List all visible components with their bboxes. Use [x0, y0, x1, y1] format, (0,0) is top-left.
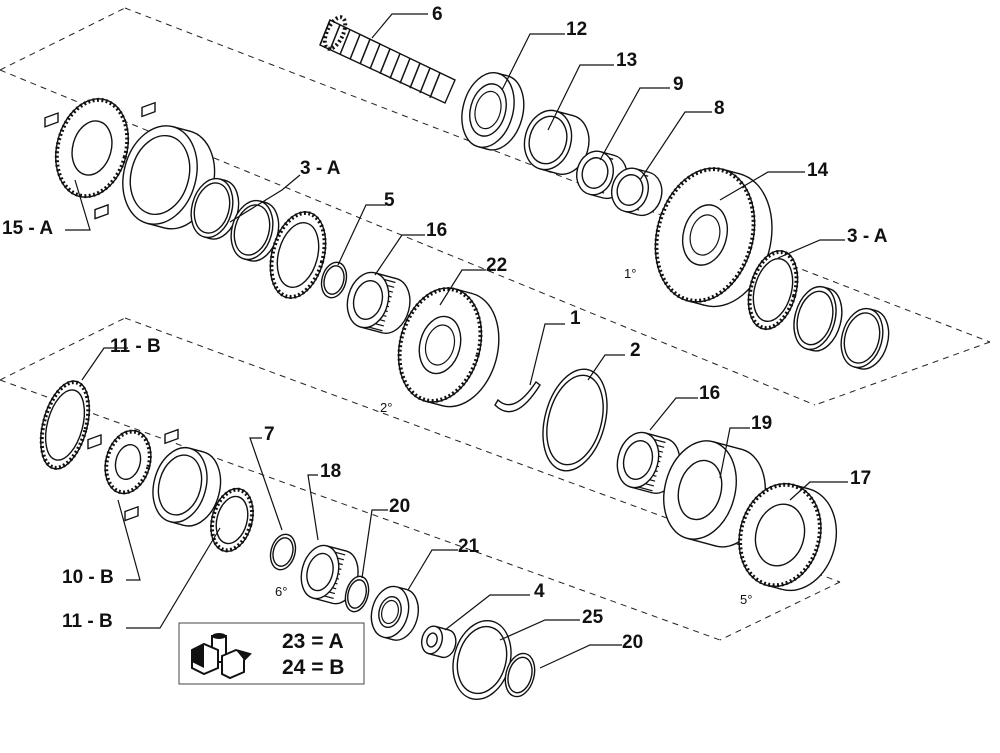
label-part-16-mid: 16	[699, 383, 720, 404]
synchro-hub-part-15a	[54, 97, 130, 199]
synchro-hub-part-10b	[104, 429, 152, 495]
thrust-washer-part-2	[542, 368, 608, 472]
gear-1st-part-14	[654, 167, 773, 308]
bearing-race-part-13	[523, 109, 590, 175]
bearing-part-21	[370, 585, 420, 641]
synchro-ring-part-3a-left-2	[230, 199, 280, 262]
synchro-ring-part-3a-right-3	[840, 307, 890, 370]
needle-bearing-part-16-top	[346, 271, 411, 334]
label-part-15a: 15 - A	[2, 218, 53, 239]
synchro-ring-part-11b-bottom	[209, 487, 255, 553]
gear-2nd-part-22	[397, 287, 500, 408]
part-labels: 6 12 13 9 8 14 3 - A 3 - A 15 - A 5 16 2…	[2, 4, 888, 653]
label-part-11b-bottom: 11 - B	[62, 611, 113, 632]
half-ring-part-1	[494, 380, 541, 413]
synchro-key	[164, 428, 179, 445]
label-part-17: 17	[850, 468, 871, 489]
gear-position-1st: 1°	[624, 266, 636, 281]
gear-position-2nd: 2°	[380, 400, 392, 415]
legend-row-24: 24 = B	[282, 656, 344, 679]
label-part-7: 7	[264, 424, 275, 445]
label-part-11b-top: 11 - B	[110, 336, 161, 357]
needle-bearing-part-18	[300, 544, 359, 605]
synchro-key	[87, 433, 102, 450]
sleeve-part-15a	[122, 125, 216, 230]
label-part-22: 22	[486, 255, 507, 276]
synchro-ring-part-11b-top	[39, 380, 91, 470]
label-part-20-top: 20	[389, 496, 410, 517]
legend-row-23: 23 = A	[282, 630, 344, 653]
circlip-part-20-bottom	[504, 652, 536, 698]
kit-boxes-icon	[191, 633, 252, 680]
label-part-19: 19	[751, 413, 772, 434]
label-part-10b: 10 - B	[62, 567, 114, 588]
synchro-ring-part-3a-right-2	[793, 285, 843, 352]
kit-legend: 23 = A 24 = B	[178, 622, 365, 685]
label-part-3a-left: 3 - A	[300, 158, 341, 179]
washer-part-25	[452, 619, 512, 701]
sleeve-part-10b	[152, 446, 222, 527]
leader-lines	[65, 13, 848, 669]
label-part-8: 8	[714, 98, 725, 119]
gear-5th-part-17	[738, 482, 838, 592]
gear-position-5th: 5°	[740, 592, 752, 607]
shaft-part-6	[319, 15, 456, 104]
label-part-18: 18	[320, 461, 341, 482]
label-part-20-bottom: 20	[622, 632, 643, 653]
gear-position-6th: 6°	[275, 584, 287, 599]
label-part-16-top: 16	[426, 220, 447, 241]
bearing-part-12	[461, 72, 525, 151]
label-part-9: 9	[673, 74, 684, 95]
label-part-12: 12	[566, 19, 587, 40]
synchro-key	[124, 505, 139, 522]
synchro-key	[94, 203, 109, 220]
parts-layer	[39, 15, 890, 701]
label-part-2: 2	[630, 340, 641, 361]
synchro-key	[141, 101, 156, 118]
synchro-key	[44, 112, 59, 128]
circlip-part-7	[269, 533, 297, 571]
label-part-14: 14	[807, 160, 829, 181]
label-part-3a-right: 3 - A	[847, 226, 888, 247]
needle-bearing-part-8	[611, 167, 663, 217]
label-part-25: 25	[582, 607, 604, 628]
group-boundary-upper	[0, 7, 991, 406]
synchro-ring-part-3a-left-3	[269, 210, 327, 300]
nut-part-4	[420, 625, 457, 659]
label-part-6: 6	[432, 4, 443, 25]
label-part-1: 1	[570, 308, 581, 329]
label-part-13: 13	[616, 50, 637, 71]
group-boundary-lower	[0, 317, 841, 641]
label-part-4: 4	[534, 581, 545, 602]
label-part-5: 5	[384, 190, 395, 211]
synchro-ring-part-3a-right-1	[747, 249, 799, 331]
label-part-21: 21	[458, 536, 480, 557]
